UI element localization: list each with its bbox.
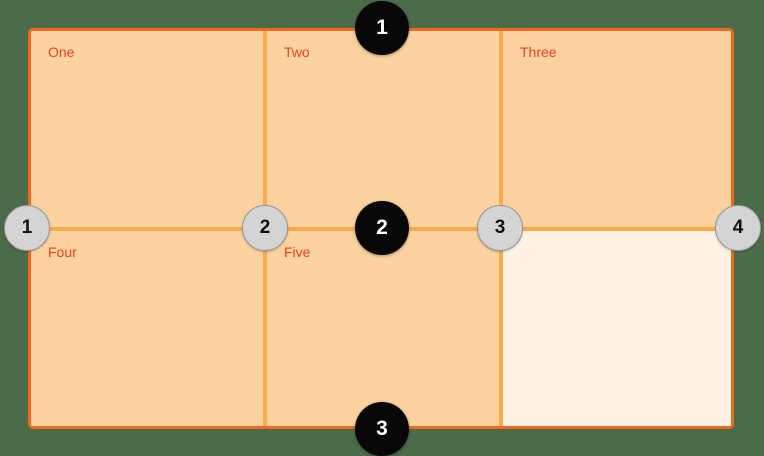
column-handle-label-1: 1 (21, 217, 33, 238)
grid-cell-label-three: Three (520, 44, 557, 60)
grid-cell-two[interactable]: Two (267, 31, 499, 227)
column-handle-label-3: 3 (494, 217, 506, 238)
row-handle-3[interactable]: 3 (355, 402, 409, 456)
grid-cell-three[interactable]: Three (503, 31, 731, 227)
row-handle-2[interactable]: 2 (355, 201, 409, 255)
row-handle-label-1: 1 (376, 16, 388, 39)
column-handle-4[interactable]: 4 (715, 205, 761, 251)
grid-cell-label-five: Five (284, 244, 311, 260)
grid-cell-label-four: Four (48, 244, 77, 260)
row-handle-label-2: 2 (376, 216, 388, 239)
grid-cell-label-one: One (48, 44, 75, 60)
grid-cell-label-two: Two (284, 44, 310, 60)
grid-cell-four[interactable]: Four (31, 231, 263, 426)
grid-cell-empty[interactable] (503, 231, 731, 426)
grid-canvas[interactable]: One Two Three Four Five (28, 28, 734, 429)
row-handle-1[interactable]: 1 (355, 1, 409, 55)
row-handle-label-3: 3 (376, 417, 388, 440)
grid-cell-one[interactable]: One (31, 31, 263, 227)
column-handle-label-2: 2 (259, 217, 271, 238)
grid-cell-five[interactable]: Five (267, 231, 499, 426)
column-handle-label-4: 4 (732, 217, 744, 238)
column-handle-2[interactable]: 2 (242, 205, 288, 251)
column-handle-3[interactable]: 3 (477, 205, 523, 251)
column-handle-1[interactable]: 1 (4, 205, 50, 251)
